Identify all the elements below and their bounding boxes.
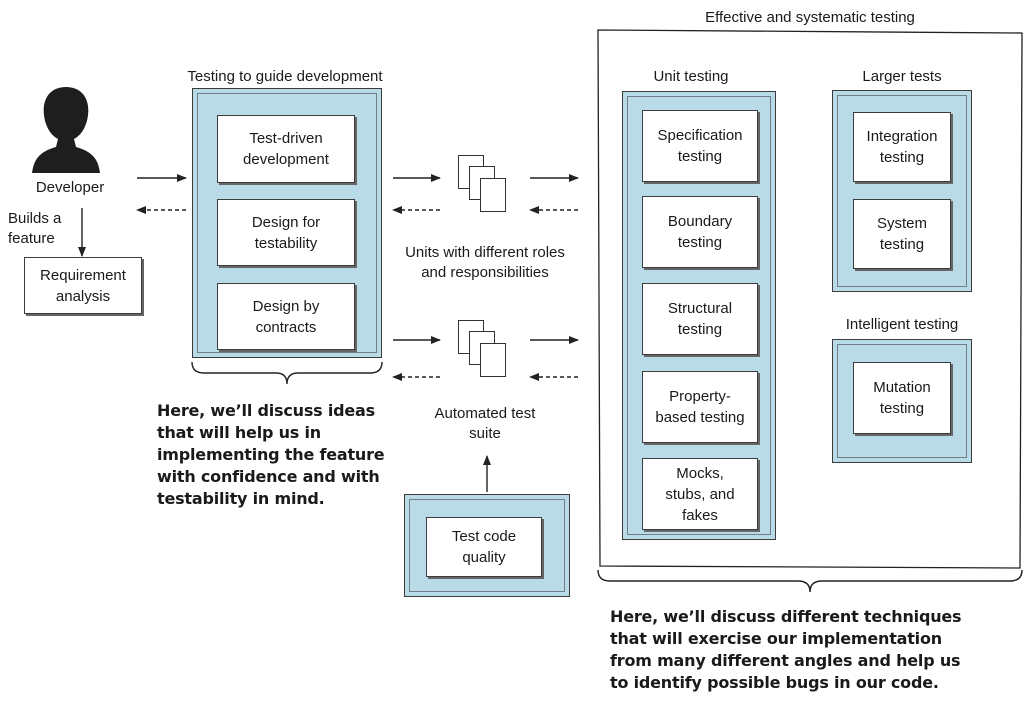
requirement-analysis-box: Requirement analysis [24, 257, 142, 314]
effective-testing-heading: Effective and systematic testing [705, 9, 915, 26]
mutation-testing-box: Mutation testing [853, 362, 951, 434]
guide-development-heading: Testing to guide development [187, 68, 383, 85]
unit-testing-heading: Unit testing [653, 68, 729, 85]
right-explanation-note: Here, we’ll discuss different techniques… [610, 607, 962, 692]
developer-label: Developer [35, 179, 105, 196]
intelligent-testing-heading: Intelligent testing [845, 316, 959, 333]
structural-testing-box: Structural testing [642, 283, 758, 355]
design-by-contracts-box: Design by contracts [217, 283, 355, 350]
larger-tests-heading: Larger tests [862, 68, 942, 85]
system-testing-box: System testing [853, 199, 951, 269]
test-code-quality-box: Test code quality [426, 517, 542, 577]
test-driven-development-box: Test-driven development [217, 115, 355, 183]
builds-feature-label: Builds a feature [8, 210, 62, 247]
left-explanation-note: Here, we’ll discuss ideas that will help… [157, 401, 385, 508]
automated-suite-label: Automated test suite [434, 405, 536, 442]
mocks-stubs-fakes-box: Mocks, stubs, and fakes [642, 458, 758, 530]
developer-icon [30, 83, 102, 173]
boundary-testing-box: Boundary testing [642, 196, 758, 268]
specification-testing-box: Specification testing [642, 110, 758, 182]
property-based-testing-box: Property- based testing [642, 371, 758, 443]
design-for-testability-box: Design for testability [217, 199, 355, 266]
units-roles-label: Units with different roles and responsib… [405, 244, 565, 281]
integration-testing-box: Integration testing [853, 112, 951, 182]
